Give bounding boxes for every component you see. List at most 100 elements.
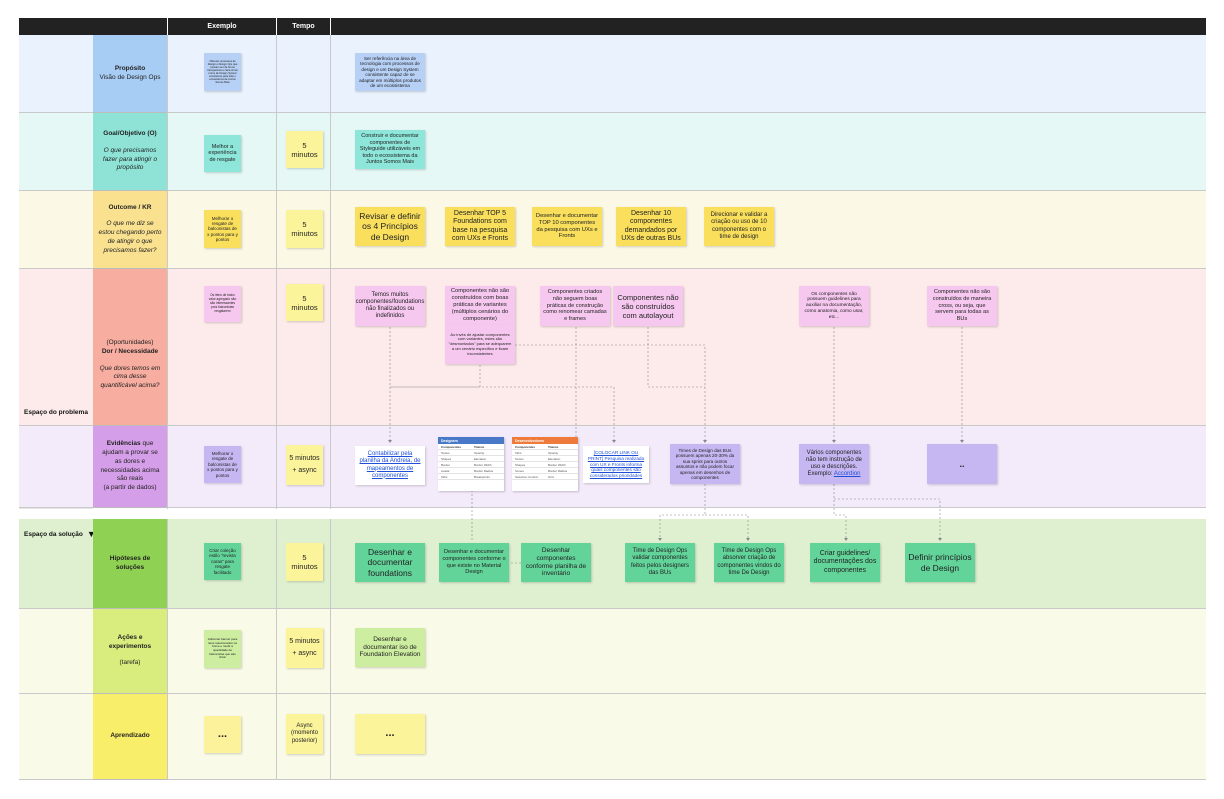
dor-sticky-3[interactable]: Ao invés de ajustar componentes com vari… (445, 325, 515, 364)
evid-sticky-varios[interactable]: Vários componentes não tem instrução de … (799, 444, 869, 484)
example-sticky-apr[interactable]: ... (204, 716, 241, 753)
header-exemplo: Exemplo (168, 18, 276, 35)
row-question: O que me diz se estou chegando perto de … (98, 220, 162, 254)
row-title: Outcome / KR (108, 203, 152, 211)
hipo-sticky-4[interactable]: Time de Design Ops validar componentes f… (625, 543, 695, 582)
row-question: O que precisamos fazer para atingir o pr… (102, 146, 158, 172)
example-sticky-acoes[interactable]: Adicionar banner para itens selecionados… (204, 630, 241, 668)
evid-sticky-times[interactable]: Times de Design das BUs possuem apenas 2… (670, 444, 740, 484)
table-cell: Elevation (548, 456, 561, 461)
dor-sticky-6[interactable]: Os componentes não possuem guidelines pa… (799, 286, 869, 326)
row-title: Propósito (114, 64, 146, 72)
table-header-cell: Tokens (474, 444, 485, 449)
table-cell: Grid (548, 474, 554, 479)
example-sticky-evid[interactable]: Melhorar o resgate de balconistas de x p… (204, 446, 241, 483)
row-note: (a partir de dados) (103, 484, 157, 492)
table-cell: Opacity (548, 450, 559, 455)
band-apr (19, 694, 1206, 780)
tempo-sticky-hipo[interactable]: 5 minutos (286, 543, 323, 581)
outcome-sticky-5[interactable]: Direcionar e validar a criação ou uso de… (704, 207, 774, 246)
example-sticky-hipo[interactable]: Criar coleção estilo "revista caras" par… (204, 543, 241, 580)
table-cell: Shapes (441, 456, 452, 461)
tempo-text: + async (292, 650, 317, 657)
example-sticky-dor[interactable]: Os itens de baixo valor agregado não são… (204, 286, 241, 322)
dor-sticky-1[interactable]: Temos muitos componentes/foundations não… (355, 286, 425, 326)
dor-sticky-7[interactable]: Componentes não são construídos de manei… (927, 286, 997, 326)
hipo-sticky-7[interactable]: Definir princípios de Design (905, 543, 975, 582)
dor-sticky-2[interactable]: Componentes não são construídos com boas… (445, 286, 515, 325)
band-goal (19, 113, 1206, 191)
table-cell: Border Radius (548, 468, 568, 473)
table-cell: Ícones (515, 468, 524, 473)
tempo-sticky-evid[interactable]: 5 minutos + async (286, 445, 323, 485)
table-cell: Opacity (474, 450, 485, 455)
table-cell: Border (441, 462, 451, 467)
header-content (331, 18, 1206, 35)
evid-text-main: Vários componentes não tem instrução de … (805, 449, 863, 478)
row-title: Hipóteses de soluções (109, 554, 151, 571)
outcome-sticky-4[interactable]: Desenhar 10 componentes demandados por U… (616, 207, 686, 246)
header-blank-left (19, 18, 167, 35)
table-cell: Textos (441, 450, 450, 455)
goal-sticky[interactable]: Construir e documentar componentes de St… (355, 130, 425, 169)
row-subtitle: Visão de Design Ops (99, 73, 161, 81)
row-label-proposito: Propósito Visão de Design Ops (93, 35, 167, 113)
proposito-sticky[interactable]: Ser referência na área de tecnologia com… (355, 53, 425, 91)
example-sticky-goal[interactable]: Melhor a experiência de resgate (204, 135, 241, 172)
row-label-acoes: Ações e experimentos (tarefa) (93, 609, 167, 694)
header-tempo: Tempo (277, 18, 330, 35)
example-sticky-outcome[interactable]: Melhorar o resgate de balconistas de x p… (204, 210, 241, 248)
hipo-sticky-3[interactable]: Desenhar componentes conforme planilha d… (521, 543, 591, 582)
table-cell: Tabs (515, 450, 522, 455)
divider (276, 519, 277, 780)
problem-space-label: Espaço do problema ▲ (24, 407, 101, 417)
tempo-sticky-acoes[interactable]: 5 minutos + async (286, 628, 323, 668)
hipo-sticky-2[interactable]: Desenhar e documentar componentes confor… (439, 543, 509, 582)
evid-sticky-dots[interactable]: .. (927, 444, 997, 484)
hipo-sticky-5[interactable]: Time de Design Ops absorver criação de c… (714, 543, 784, 582)
tempo-sticky-outcome[interactable]: 5 minutos (286, 210, 323, 248)
row-title: Goal/Objetivo (O) (103, 129, 157, 137)
evid-link[interactable]: Contabilizar pela planilha da Andreia, d… (359, 451, 421, 479)
tempo-sticky-dor[interactable]: 5 minutos (286, 284, 323, 321)
example-sticky-proposito[interactable]: Oferecer processos de Design e Design Op… (204, 53, 241, 91)
tempo-sticky-goal[interactable]: 5 minutos (286, 131, 323, 168)
row-title: Evidências que ajudam a provar se as dor… (98, 440, 162, 484)
hipo-sticky-6[interactable]: Criar guidelines/ documentações dos comp… (810, 543, 880, 582)
row-question: Que dores temos em cima desse quantificá… (99, 364, 161, 390)
table-row: Textos Opacity (438, 450, 504, 456)
divider (167, 519, 168, 780)
table-header-cell: Componentes (515, 444, 536, 449)
table-cell: Border Width (548, 462, 566, 467)
table-title: Desenvolvedores (512, 437, 578, 444)
table-row: Ícones Border Radius (512, 468, 578, 474)
row-label-hipo: Hipóteses de soluções (93, 519, 167, 609)
accordion-link[interactable]: Accordion (833, 471, 861, 478)
hipo-sticky-1[interactable]: Desenhar e documentar foundations (355, 543, 425, 582)
evid-sticky-contabilizar[interactable]: Contabilizar pela planilha da Andreia, d… (355, 446, 425, 485)
acoes-sticky[interactable]: Desenhar e documentar iso de Foundation … (355, 628, 425, 667)
arrow-down-icon: ▼ (86, 529, 96, 539)
apr-sticky[interactable]: ... (355, 714, 425, 754)
tempo-sticky-apr[interactable]: Async (momento posterior) (286, 714, 323, 754)
evid-sticky-colocar[interactable]: [COLOCAR LINK OU PRINT] Pesquisa realiza… (583, 446, 649, 483)
dor-sticky-5[interactable]: Componentes não são construídos com auto… (613, 286, 683, 326)
outcome-sticky-1[interactable]: Revisar e definir os 4 Princípios de Des… (355, 207, 425, 246)
outcome-sticky-3[interactable]: Desenhar e documentar TOP 10 componentes… (532, 207, 602, 246)
outcome-sticky-2[interactable]: Desenhar TOP 5 Foundations com base na p… (445, 207, 515, 246)
row-label-outcome: Outcome / KR O que me diz se estou chega… (93, 191, 167, 269)
evid-link[interactable]: [COLOCAR LINK OU PRINT] Pesquisa realiza… (587, 450, 645, 478)
dor-sticky-4[interactable]: Componentes criados não seguem boas prát… (540, 286, 610, 326)
band-proposito (19, 35, 1206, 113)
